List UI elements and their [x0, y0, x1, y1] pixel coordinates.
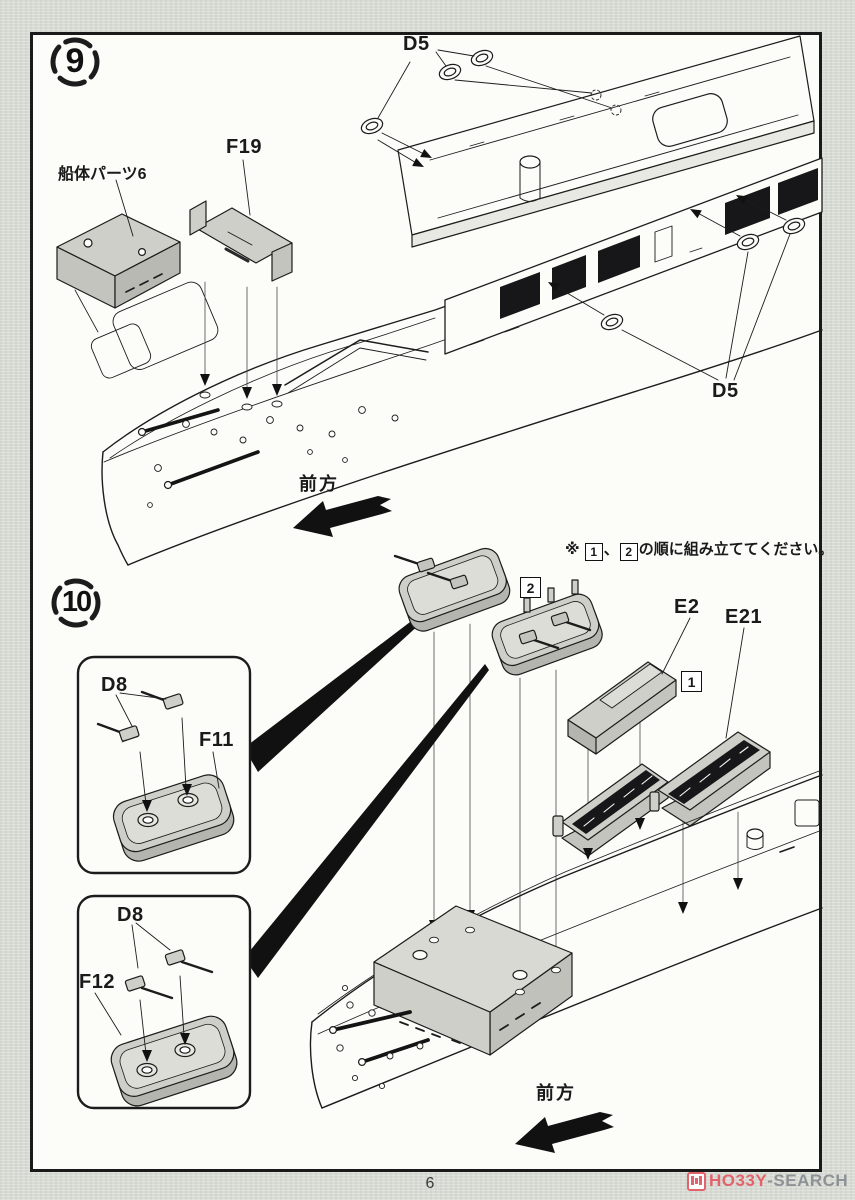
label-d5-right: D5 — [712, 380, 739, 402]
note-box1: 1 — [584, 543, 603, 561]
ship-hull-step9 — [101, 157, 823, 566]
hull-part6-box — [56, 213, 219, 379]
sequence-marker-1: 1 — [681, 671, 702, 692]
hobbysearch-watermark: HO33Y -SEARCH — [687, 1171, 848, 1191]
e2-part — [567, 661, 677, 755]
note-suffix: の順に組み立ててください。 — [638, 541, 834, 558]
e21-part — [649, 731, 771, 827]
f19-bracket-part — [189, 200, 293, 395]
watermark-suffix: -SEARCH — [767, 1171, 849, 1190]
step9-label-leaders — [115, 159, 251, 237]
gun-platform-assembly-a — [393, 547, 511, 632]
label-forward-step10: 前方 — [536, 1083, 576, 1103]
label-f11: F11 — [199, 729, 234, 751]
vented-slab-part — [552, 763, 669, 857]
watermark-brand: HO33Y — [709, 1171, 768, 1190]
step10-circle — [51, 578, 101, 628]
inset1-pointer-beam — [244, 616, 422, 772]
inset2-pointer-beam — [244, 664, 489, 978]
label-f19: F19 — [226, 136, 262, 158]
step9-diagram — [50, 35, 823, 566]
hobbysearch-logo-icon — [687, 1171, 706, 1191]
forward-arrow-step9 — [293, 496, 392, 537]
d8-gun-parts-2 — [124, 949, 214, 1000]
d8-gun-parts-1 — [96, 690, 184, 743]
forward-arrow-step10 — [515, 1112, 614, 1153]
label-f12: F12 — [79, 971, 115, 993]
label-d8-inset1: D8 — [101, 674, 128, 696]
label-e2: E2 — [674, 596, 700, 618]
sequence-marker-2: 2 — [520, 577, 541, 598]
inset-box-f12 — [76, 894, 252, 1110]
inset-box-f11 — [76, 655, 252, 875]
drop-leader-lines — [433, 623, 739, 978]
step10-number: 10 — [61, 585, 92, 618]
note-comma: 、 — [603, 541, 619, 558]
deck-slab-part — [397, 35, 815, 248]
note-box2: 2 — [619, 543, 638, 561]
d5-raft-parts — [200, 49, 806, 399]
ship-hull-step10 — [309, 769, 823, 1109]
step9-circle — [50, 37, 100, 87]
note-prefix: ※ — [565, 541, 584, 558]
gun-platform-assembly-b — [491, 579, 603, 676]
label-e21: E21 — [725, 606, 763, 628]
label-hull-part6: 船体パーツ6 — [58, 166, 147, 183]
label-d5-top: D5 — [403, 33, 430, 55]
step10-diagram — [51, 547, 823, 1153]
label-d8-inset2: D8 — [117, 904, 144, 926]
step9-number: 9 — [65, 41, 85, 80]
page-number: 6 — [425, 1175, 435, 1192]
label-forward-step9: 前方 — [299, 474, 339, 494]
